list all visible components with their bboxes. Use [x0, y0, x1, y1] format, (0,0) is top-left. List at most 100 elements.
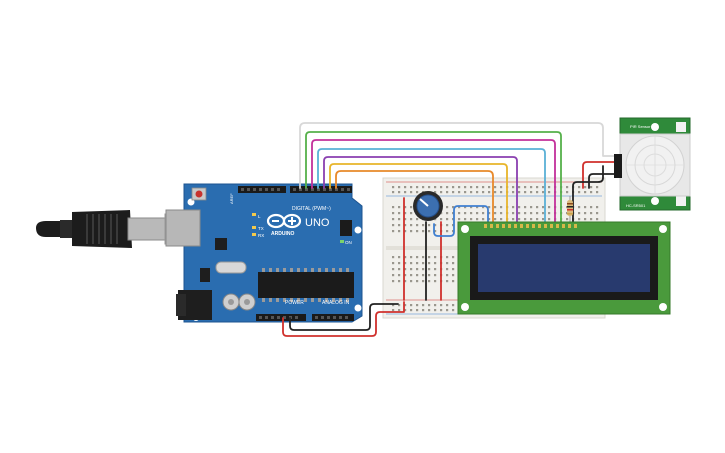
breadboard-hole	[392, 304, 395, 307]
breadboard-hole	[404, 309, 407, 312]
breadboard-hole	[488, 191, 491, 194]
potentiometer-icon[interactable]	[413, 191, 443, 221]
wire-magenta	[311, 139, 556, 225]
breadboard-hole	[404, 274, 407, 277]
breadboard-hole	[518, 186, 521, 189]
breadboard-hole	[482, 191, 485, 194]
led-rx	[252, 233, 256, 236]
breadboard-hole	[416, 280, 419, 283]
breadboard-hole	[428, 268, 431, 271]
breadboard-hole	[416, 268, 419, 271]
breadboard-hole	[530, 218, 533, 221]
lcd-pin	[490, 224, 493, 228]
breadboard-hole	[440, 218, 443, 221]
led-tx-label: TX	[258, 226, 264, 231]
wire-blue-contrast	[433, 205, 489, 237]
breadboard-hole	[392, 191, 395, 194]
led-l	[252, 213, 256, 216]
lcd-pin-header	[484, 224, 577, 228]
breadboard-hole	[584, 186, 587, 189]
reset-button-cap[interactable]	[195, 190, 203, 198]
breadboard-hole	[524, 218, 527, 221]
breadboard-hole	[416, 191, 419, 194]
breadboard-hole	[500, 206, 503, 209]
breadboard-hole	[596, 186, 599, 189]
uno-label: UNO	[305, 217, 330, 229]
breadboard-hole	[416, 274, 419, 277]
breadboard-hole	[422, 224, 425, 227]
breadboard-hole	[398, 186, 401, 189]
breadboard-hole	[464, 191, 467, 194]
arduino-brand-label: ARDUINO	[271, 231, 294, 237]
breadboard-hole	[452, 256, 455, 259]
breadboard-hole	[440, 191, 443, 194]
breadboard-hole	[392, 262, 395, 265]
power-label: POWER	[285, 300, 304, 306]
usb-port	[165, 209, 201, 247]
pir-trim	[676, 196, 686, 206]
breadboard-hole	[416, 186, 419, 189]
breadboard-hole	[464, 186, 467, 189]
breadboard-hole	[452, 191, 455, 194]
lcd-pin	[562, 224, 565, 228]
led-on	[340, 240, 344, 243]
breadboard-hole	[452, 186, 455, 189]
breadboard-hole	[428, 224, 431, 227]
breadboard-hole	[446, 304, 449, 307]
breadboard-hole	[416, 262, 419, 265]
breadboard-hole	[404, 206, 407, 209]
breadboard-hole	[494, 206, 497, 209]
wire-white	[299, 122, 616, 189]
breadboard-hole	[398, 212, 401, 215]
breadboard-hole	[566, 191, 569, 194]
breadboard-hole	[590, 191, 593, 194]
breadboard-hole	[482, 206, 485, 209]
breadboard-hole	[398, 218, 401, 221]
breadboard-hole	[596, 218, 599, 221]
breadboard-hole	[464, 206, 467, 209]
breadboard-hole	[524, 212, 527, 215]
lcd-pin	[514, 224, 517, 228]
wire-green	[305, 131, 562, 225]
breadboard-hole	[404, 230, 407, 233]
breadboard-hole	[410, 191, 413, 194]
wire-black-gnd	[289, 303, 399, 331]
breadboard-hole	[524, 191, 527, 194]
breadboard-hole	[410, 262, 413, 265]
breadboard-hole	[422, 309, 425, 312]
breadboard-hole	[596, 212, 599, 215]
breadboard-hole	[536, 191, 539, 194]
aref-label: AREF	[229, 193, 234, 204]
breadboard-hole	[566, 186, 569, 189]
breadboard-hole	[446, 230, 449, 233]
breadboard-hole	[482, 212, 485, 215]
breadboard-hole	[548, 206, 551, 209]
breadboard-hole	[578, 218, 581, 221]
breadboard-hole	[446, 218, 449, 221]
breadboard-hole	[470, 206, 473, 209]
breadboard-hole	[422, 304, 425, 307]
breadboard-hole	[458, 191, 461, 194]
breadboard-hole	[404, 268, 407, 271]
breadboard-hole	[524, 186, 527, 189]
breadboard-hole	[494, 212, 497, 215]
breadboard-hole	[446, 268, 449, 271]
breadboard-hole	[452, 304, 455, 307]
breadboard-hole	[452, 268, 455, 271]
breadboard-hole	[542, 186, 545, 189]
crystal-oscillator	[215, 261, 247, 274]
breadboard-hole	[434, 280, 437, 283]
breadboard-hole	[452, 309, 455, 312]
breadboard-hole	[416, 224, 419, 227]
breadboard-hole	[410, 230, 413, 233]
breadboard-hole	[476, 186, 479, 189]
lcd-pin	[526, 224, 529, 228]
power-header	[256, 314, 306, 321]
lcd-pin	[544, 224, 547, 228]
on-label: ON	[345, 240, 352, 245]
breadboard-hole	[398, 304, 401, 307]
breadboard-hole	[434, 230, 437, 233]
breadboard-hole	[392, 186, 395, 189]
pir-trim	[676, 122, 686, 132]
